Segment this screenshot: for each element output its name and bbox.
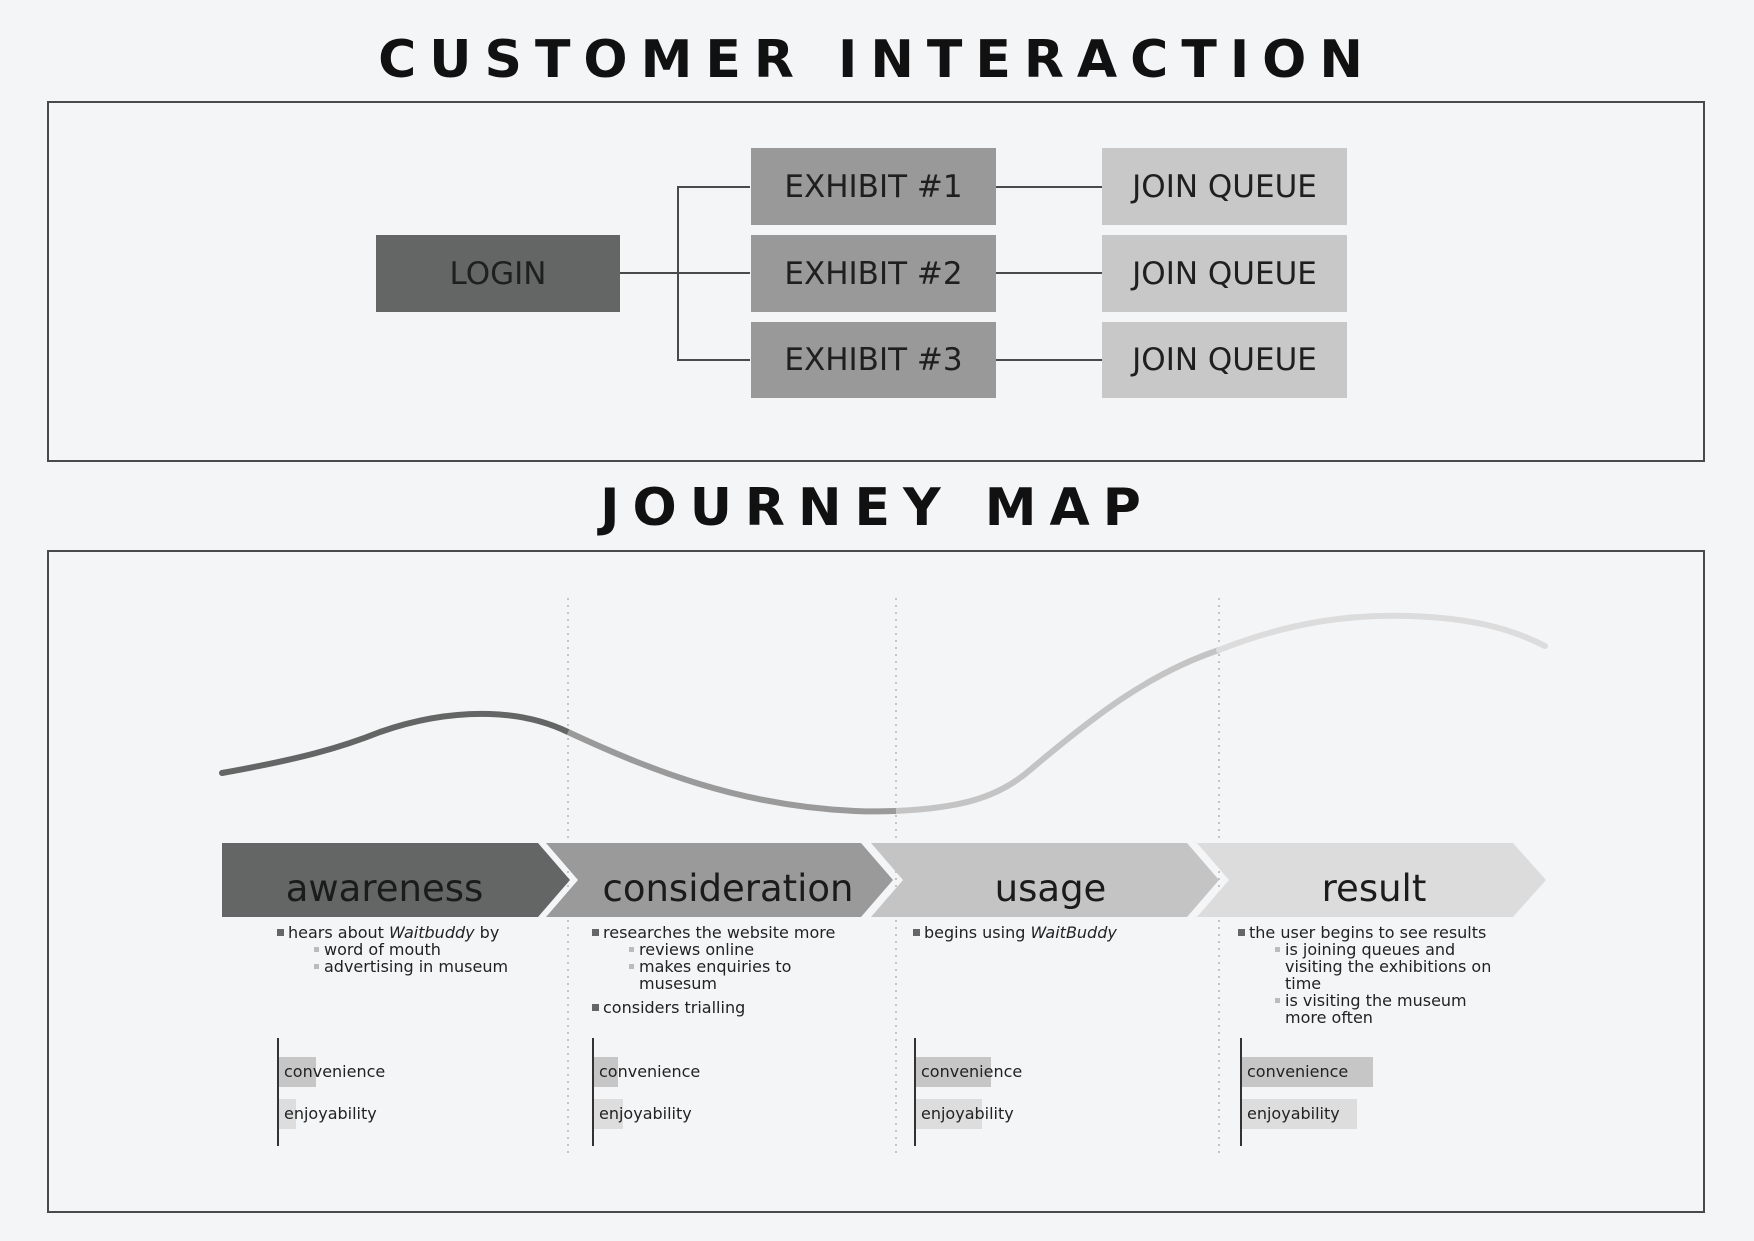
list-item: hears about Waitbuddy by word of mouth a… [277,924,547,975]
join-queue-3-box: JOIN QUEUE [1102,322,1347,398]
list-item: is joining queues and visiting the exhib… [1275,941,1500,992]
metric-label-enjoyability-awareness: enjoyability [284,1104,377,1123]
metric-bar-enjoyability-result [1242,1099,1357,1129]
stage-notes-consideration: researches the website more reviews onli… [592,924,882,1016]
stage-label-consideration: consideration [602,866,854,910]
connector-branch-1 [677,186,750,188]
metric-label-enjoyability-result: enjoyability [1247,1104,1340,1123]
connector-exhibit3-queue [995,359,1103,361]
metric-bar-convenience-awareness [279,1057,316,1087]
connector-exhibit2-queue [995,272,1103,274]
metric-label-enjoyability-consideration: enjoyability [599,1104,692,1123]
connector-login-trunk [620,272,750,274]
connector-branch-3 [677,359,750,361]
exhibit-2-box: EXHIBIT #2 [751,235,996,312]
metric-bar-enjoyability-awareness [279,1099,296,1129]
metric-bar-convenience-usage [916,1057,991,1087]
stage-notes-awareness: hears about Waitbuddy by word of mouth a… [277,924,547,975]
list-item: considers trialling [592,999,882,1016]
list-item: advertising in museum [314,958,547,975]
metric-bar-convenience-result [1242,1057,1373,1087]
list-item: researches the website more reviews onli… [592,924,882,992]
metric-bar-convenience-consideration [594,1057,618,1087]
connector-exhibit1-queue [995,186,1103,188]
exhibit-3-box: EXHIBIT #3 [751,322,996,398]
list-item: reviews online [629,941,882,958]
metric-label-convenience-consideration: convenience [599,1062,701,1081]
stage-label-result: result [1321,866,1427,910]
exhibit-1-box: EXHIBIT #1 [751,148,996,225]
metric-label-convenience-awareness: convenience [284,1062,386,1081]
metric-label-convenience-usage: convenience [921,1062,1023,1081]
join-queue-1-box: JOIN QUEUE [1102,148,1347,225]
stage-label-usage: usage [994,866,1107,910]
metric-axis-result [1240,1038,1242,1146]
stage-notes-usage: begins using WaitBuddy [913,924,1193,941]
metric-label-convenience-result: convenience [1247,1062,1349,1081]
login-box: LOGIN [376,235,620,312]
customer-interaction-title: CUSTOMER INTERACTION [378,30,1376,90]
stage-label-awareness: awareness [285,866,484,910]
metric-axis-consideration [592,1038,594,1146]
stage-notes-result: the user begins to see results is joinin… [1238,924,1538,1026]
metric-axis-awareness [277,1038,279,1146]
journey-map-title: JOURNEY MAP [600,478,1154,538]
list-item: word of mouth [314,941,547,958]
metric-axis-usage [914,1038,916,1146]
list-item: is visiting the museum more often [1275,992,1485,1026]
list-item: the user begins to see results is joinin… [1238,924,1538,1026]
list-item: makes enquiries to musesum [629,958,809,992]
join-queue-2-box: JOIN QUEUE [1102,235,1347,312]
metric-label-enjoyability-usage: enjoyability [921,1104,1014,1123]
connector-branch-vertical [677,186,679,361]
metric-bar-enjoyability-usage [916,1099,982,1129]
metric-bar-enjoyability-consideration [594,1099,623,1129]
list-item: begins using WaitBuddy [913,924,1193,941]
